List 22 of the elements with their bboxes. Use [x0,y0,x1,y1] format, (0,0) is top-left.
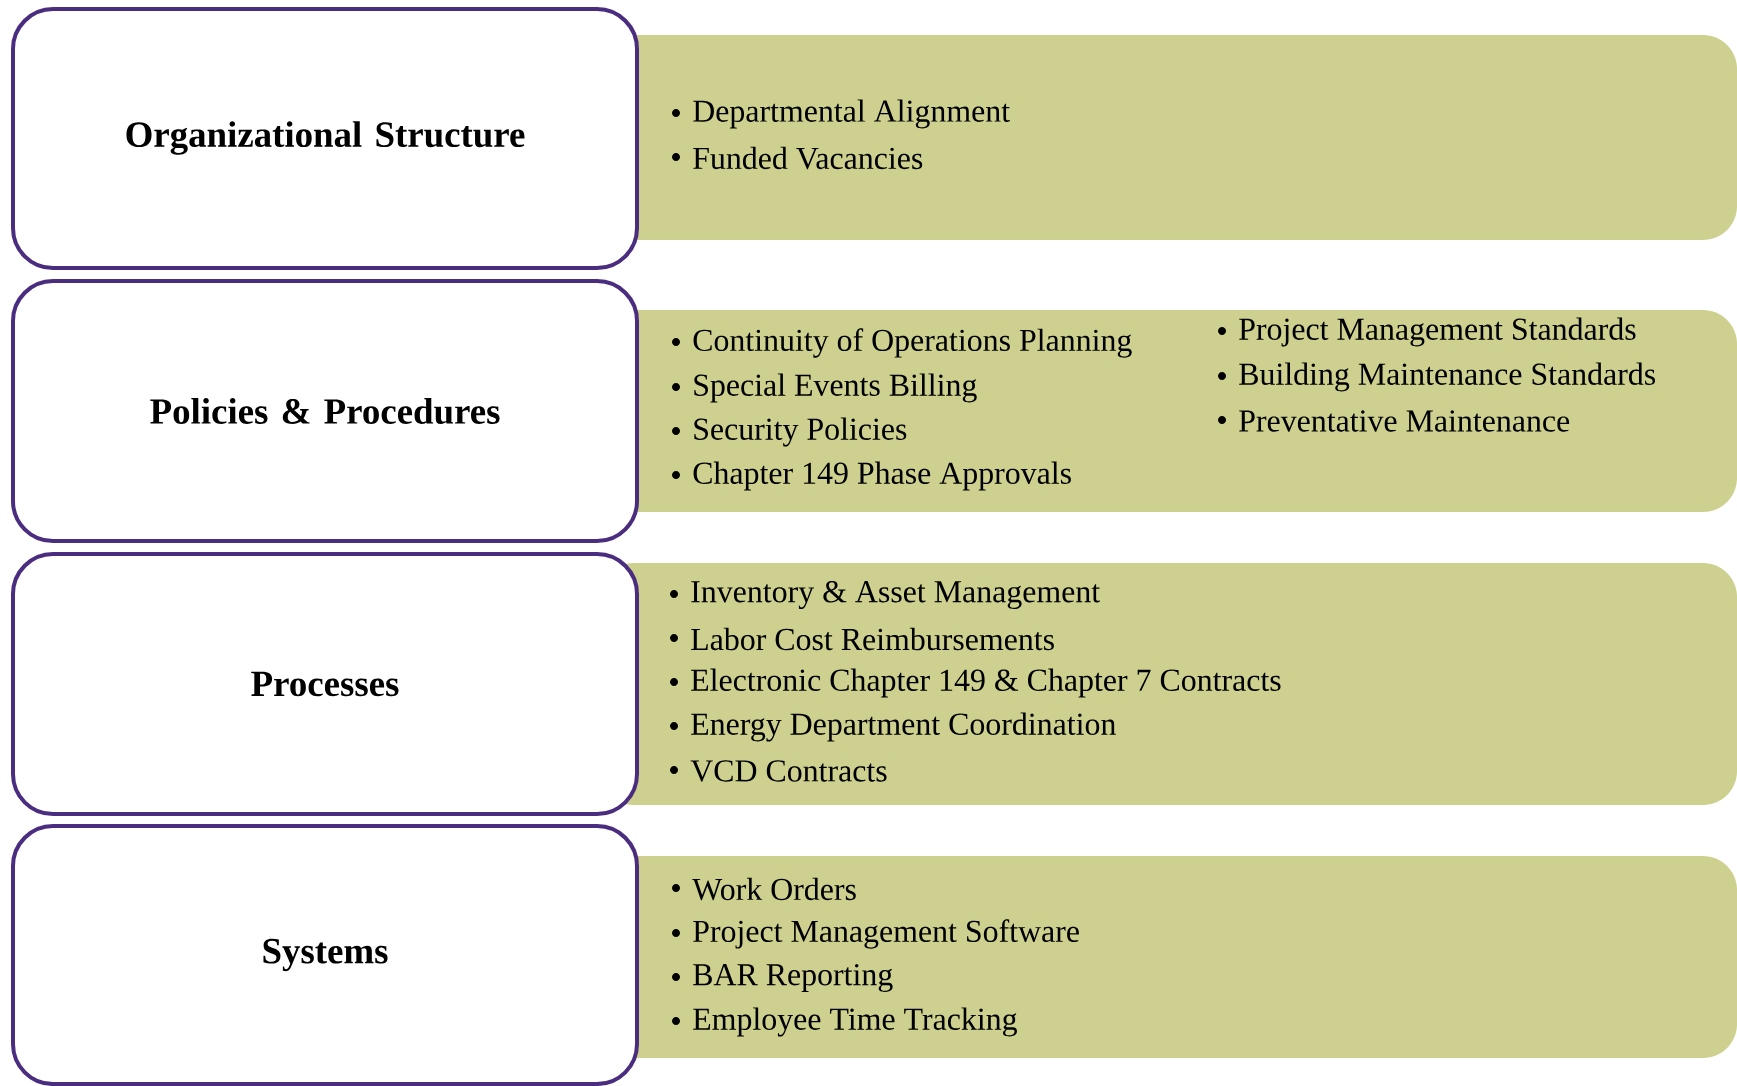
bullet-item: Labor Cost Reimbursements [670,627,1054,651]
bullet-item: Project Management Software [672,919,1079,949]
bullet-item: BAR Reporting [672,964,893,992]
category-box: Policies & Procedures [11,279,639,543]
bullet-item: Chapter 149 Phase Approvals [672,461,1071,491]
bullet-item: Funded Vacancies [672,146,923,170]
category-box: Organizational Structure [11,7,639,270]
bullet-item: Employee Time Tracking [672,1007,1017,1037]
bullet-item: Preventative Maintenance [1218,410,1570,432]
bullet-item: Project Management Standards [1218,317,1636,347]
bullet-item: Departmental Alignment [672,99,1010,129]
bullet-item: Building Maintenance Standards [1218,362,1655,392]
bullet-item: Electronic Chapter 149 & Chapter 7 Contracts [670,668,1281,698]
bullet-item: Continuity of Operations Planning [672,328,1132,358]
category-box: Processes [11,552,639,816]
bullet-item: Special Events Billing [672,373,977,403]
bullet-item: VCD Contracts [670,760,887,782]
bullet-item: Work Orders [672,877,856,901]
bullet-item: Security Policies [672,417,907,447]
bullet-item: Energy Department Coordination [670,712,1116,742]
bullet-item: Inventory & Asset Management [670,580,1100,610]
category-box: Systems [11,824,639,1086]
